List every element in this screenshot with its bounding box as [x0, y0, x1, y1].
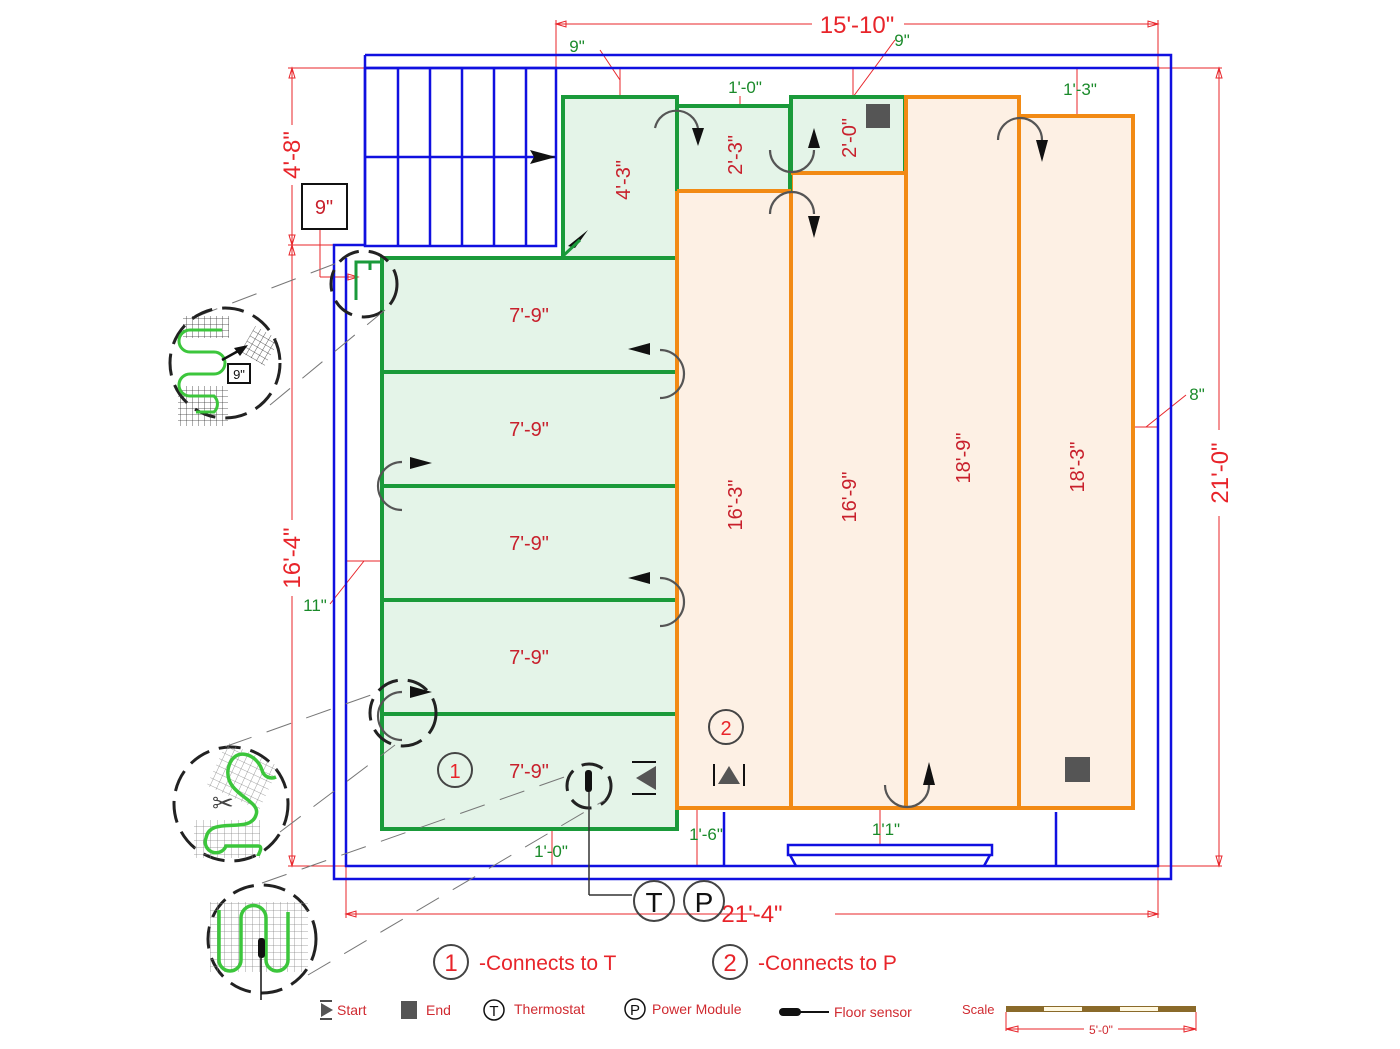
legend: Start End T Thermostat P Power Module Fl… — [320, 998, 1197, 1037]
end-marker-icon — [866, 104, 890, 128]
svg-text:Floor sensor: Floor sensor — [834, 1004, 912, 1020]
floor-register — [786, 843, 994, 867]
start-icon — [321, 1003, 333, 1017]
zone-label: 7'-9" — [509, 533, 549, 555]
svg-text:T: T — [489, 1003, 498, 1020]
end-icon — [401, 1001, 417, 1019]
connection-1: 1 -Connects to T — [433, 944, 617, 980]
detail-marker-icon — [329, 249, 399, 319]
dim-overall-top: 15'-10" — [820, 12, 894, 39]
legend-floor-sensor: Floor sensor — [779, 1004, 912, 1020]
stair-direction-arrow-icon — [530, 150, 556, 164]
dim-left-upper: 4'-8" — [279, 131, 306, 179]
legend-power-module: P Power Module — [624, 998, 742, 1020]
staircase — [363, 66, 558, 248]
turn-arrow-icon — [653, 109, 704, 146]
power-module[interactable]: P — [683, 880, 725, 922]
svg-text:5'-0": 5'-0" — [1089, 1023, 1113, 1037]
svg-text:P: P — [695, 887, 714, 918]
thermostat-icon — [483, 999, 505, 1021]
zone-orange-circuit-2 — [675, 95, 1135, 810]
svg-text:2: 2 — [720, 718, 731, 740]
circuit-2-marker: 2 — [708, 709, 744, 745]
svg-text:-Connects to P: -Connects to P — [758, 952, 897, 975]
zone-label: 4'-3" — [613, 160, 635, 200]
turn-arrow-icon — [376, 686, 432, 742]
svg-text:2: 2 — [723, 950, 736, 977]
svg-text:-Connects to T: -Connects to T — [479, 952, 617, 975]
dim-gap: 1'-0" — [534, 842, 568, 861]
turn-arrow-icon — [996, 116, 1048, 162]
dim-gap: 9" — [894, 31, 910, 50]
legend-thermostat: T Thermostat — [483, 999, 585, 1021]
scale-bar: Scale 5'-0" — [962, 1002, 1197, 1037]
zone-label: 16'-3" — [725, 480, 747, 531]
svg-text:T: T — [645, 887, 662, 918]
legend-end: End — [401, 1001, 451, 1019]
zone-labels: 4'-3" 2'-3" 2'-0" 7'-9" 7'-9" 7'-9" 7'-9… — [509, 118, 1089, 783]
scissors-icon: ✂ — [212, 788, 234, 818]
floor-sensor-icon — [779, 1008, 801, 1016]
svg-text:1: 1 — [449, 761, 460, 783]
dim-gap: 1'-0" — [728, 78, 762, 97]
turn-arrows — [376, 109, 1048, 809]
zone-label: 16'-9" — [839, 472, 861, 523]
dim-gap: 1'1" — [872, 820, 900, 839]
turn-arrow-icon — [768, 128, 820, 174]
zone-label: 7'-9" — [509, 647, 549, 669]
svg-text:End: End — [426, 1002, 451, 1018]
zone-label: 7'-9" — [509, 305, 549, 327]
legend-start: Start — [320, 1000, 367, 1020]
svg-text:9": 9" — [315, 197, 333, 219]
start-marker-icon — [632, 761, 656, 795]
start-arrow-icon — [568, 230, 588, 248]
walls — [332, 53, 1173, 881]
turn-arrow-icon — [768, 190, 820, 238]
dim-overall-right: 21'-0" — [1207, 442, 1234, 503]
zone-label: 2'-3" — [725, 135, 747, 175]
svg-text:Scale: Scale — [962, 1002, 995, 1017]
svg-text:Power Module: Power Module — [652, 1001, 742, 1017]
zone-label: 7'-9" — [509, 419, 549, 441]
detail-marker-icon — [368, 678, 438, 748]
svg-text:Thermostat: Thermostat — [514, 1001, 585, 1017]
start-marker-icon — [713, 764, 745, 786]
dim-gap: 9" — [569, 37, 585, 56]
dim-gap: 1'-3" — [1063, 80, 1097, 99]
turn-arrow-icon — [376, 457, 432, 512]
thermostat[interactable]: T — [633, 880, 675, 922]
connection-2: 2 -Connects to P — [712, 944, 897, 980]
detail-mat-turn: 9" — [168, 306, 282, 426]
svg-text:9": 9" — [233, 367, 245, 382]
zone-label: 18'-9" — [953, 433, 975, 484]
end-marker-icon — [1065, 757, 1090, 782]
zone-label: 18'-3" — [1067, 442, 1089, 493]
dim-left-lower: 16'-4" — [279, 527, 306, 588]
stair-offset-box: 9" — [301, 183, 348, 230]
svg-text:Start: Start — [337, 1002, 367, 1018]
zone-green-circuit-1 — [354, 95, 907, 831]
dim-gap: 8" — [1189, 385, 1205, 404]
dimension-labels: 15'-10" 21'-4" 21'-0" 4'-8" 16'-4" 9" 9"… — [279, 10, 1234, 928]
turn-arrow-icon — [628, 572, 686, 628]
turn-arrow-icon — [883, 762, 935, 809]
svg-text:P: P — [630, 1002, 640, 1019]
zone-label: 7'-9" — [509, 761, 549, 783]
detail-mat-cut: ✂ — [172, 741, 290, 863]
zone-label: 2'-0" — [839, 118, 861, 158]
svg-text:1: 1 — [444, 950, 457, 977]
circuit-1-marker: 1 — [437, 752, 473, 788]
dim-gap: 11" — [303, 596, 327, 615]
detail-floor-sensor — [206, 883, 318, 1000]
turn-arrow-icon — [628, 343, 686, 400]
power-module-icon — [624, 998, 646, 1020]
floor-sensor-icon — [585, 770, 632, 896]
dim-overall-bottom: 21'-4" — [721, 901, 782, 928]
dim-gap: 1'-6" — [689, 825, 723, 844]
